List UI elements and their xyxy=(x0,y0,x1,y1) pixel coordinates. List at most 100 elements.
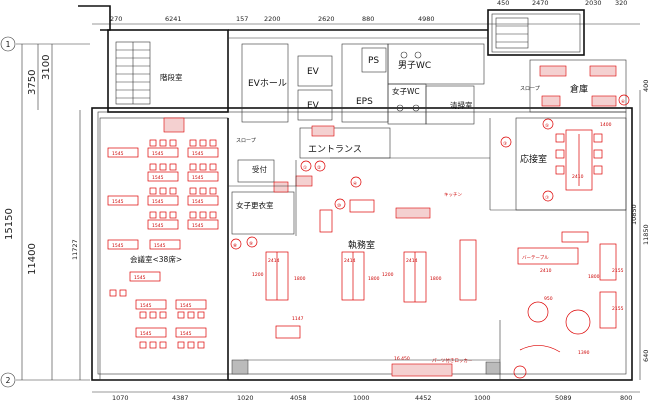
dim-top-270: 270 xyxy=(110,15,122,23)
label-1400: 1400 xyxy=(600,122,612,128)
circle-marker: ⑤ xyxy=(545,123,549,129)
room-reception-room: 応接室 xyxy=(520,153,547,165)
label-r3: 1800 xyxy=(588,274,600,280)
circle-markers: ① ② ③ ④ ⑤ ⑥ ⑦ ⑧ ⑨ ⑩ xyxy=(230,94,630,250)
room-ev-2: EV xyxy=(307,101,320,111)
room-womens-wc: 女子WC xyxy=(392,86,420,96)
label-r2: 2155 xyxy=(612,306,624,312)
dim-top-2030: 2030 xyxy=(585,0,602,7)
room-ev-hall: EVホール xyxy=(248,78,287,89)
desk-label: 1545 xyxy=(180,331,192,337)
circle-marker: ② xyxy=(317,165,321,171)
dim-bottom-1020: 1020 xyxy=(237,394,254,402)
circle-marker: ⑨ xyxy=(249,241,253,247)
storage-area: 倉庫 xyxy=(529,59,627,113)
dim-top-2200: 2200 xyxy=(264,15,281,23)
work-1147: 1147 xyxy=(292,316,304,322)
work-room: 執務室 2414 1200 1800 2414 1800 2414 1200 1… xyxy=(252,192,477,377)
changing-area: 女子更衣室 受付 xyxy=(231,159,333,235)
dim-bottom-4058: 4058 xyxy=(290,394,307,402)
dim-top-6241: 6241 xyxy=(165,15,182,23)
dim-top-880: 880 xyxy=(362,15,374,23)
desk-label: 1545 xyxy=(192,175,204,181)
label-slope-left: スロープ xyxy=(236,138,256,144)
stair-treads-left xyxy=(116,42,150,104)
meeting-chairs xyxy=(109,139,217,349)
work-w3: 1800 xyxy=(430,276,442,282)
room-entrance: エントランス xyxy=(308,144,362,155)
right-dimensions: 11850 10850 400 640 xyxy=(630,80,650,380)
desk-label: 1545 xyxy=(112,199,124,205)
work-partition: パーツ付きロッカー xyxy=(432,357,473,364)
top-dimensions: 270 6241 157 2200 2620 880 4980 450 2470… xyxy=(92,0,640,25)
desk-label: 1545 xyxy=(192,199,204,205)
desk-label: 1545 xyxy=(154,243,166,249)
dim-bottom-1070: 1070 xyxy=(112,394,129,402)
circle-marker: ⑥ xyxy=(621,99,625,105)
work-desk-b: 2414 xyxy=(344,258,356,264)
desk-label: 1545 xyxy=(140,303,152,309)
circle-marker: ③ xyxy=(503,141,507,147)
dim-bottom-1000b: 1000 xyxy=(474,394,491,402)
label-bar-table: バーテーブル xyxy=(522,254,549,261)
room-stair-left: 階段室 xyxy=(160,72,183,82)
label-round-table: 2410 xyxy=(540,268,552,274)
label-1390: 1390 xyxy=(578,350,590,356)
circle-marker: ⑧ xyxy=(233,243,237,249)
dim-bottom-5089: 5089 xyxy=(555,394,572,402)
desk-label: 1545 xyxy=(152,223,164,229)
dim-bottom-4387: 4387 xyxy=(172,394,189,402)
dim-bottom-4452: 4452 xyxy=(415,394,432,402)
room-cleaning: 清掃室 xyxy=(450,100,473,110)
dim-left-3100: 3100 xyxy=(41,55,52,80)
desk-label: 1545 xyxy=(152,175,164,181)
room-ps: PS xyxy=(368,56,379,66)
desk-label: 1545 xyxy=(192,223,204,229)
room-storage: 倉庫 xyxy=(570,83,588,95)
circle-marker: ⑦ xyxy=(545,195,549,201)
label-950: 950 xyxy=(544,296,553,302)
dim-top-2470: 2470 xyxy=(532,0,549,7)
dim-top-450: 450 xyxy=(497,0,509,7)
dim-bottom-1000a: 1000 xyxy=(353,394,370,402)
dim-right-10850: 10850 xyxy=(630,204,638,225)
circle-marker: ④ xyxy=(353,181,357,187)
desk-label: 1545 xyxy=(112,243,124,249)
work-w2: 1800 xyxy=(368,276,380,282)
dim-top-2620: 2620 xyxy=(318,15,335,23)
circle-marker: ① xyxy=(303,165,307,171)
dim-right-400: 400 xyxy=(642,80,650,92)
meeting-room: 会議室<38席> 1545 1545 1545 1545 1545 1545 1… xyxy=(99,117,229,381)
grid-marker-1: 1 xyxy=(6,40,11,49)
work-w4: 1200 xyxy=(252,272,264,278)
room-reception: 受付 xyxy=(252,164,267,174)
label-r1: 2155 xyxy=(612,268,624,274)
dim-top-4980: 4980 xyxy=(418,15,435,23)
desk-label: 1545 xyxy=(152,199,164,205)
dim-top-157: 157 xyxy=(236,15,248,23)
dim-bottom-800: 800 xyxy=(620,394,632,402)
core-area: 階段室 EVホール EV EV PS EPS 男子WC 女子WC 清掃室 xyxy=(115,17,529,125)
work-desk-c: 2414 xyxy=(406,258,418,264)
partitions xyxy=(227,118,626,380)
work-w1: 1800 xyxy=(294,276,306,282)
label-2410-rr: 2410 xyxy=(572,174,584,180)
reception-room: 応接室 2410 1400 xyxy=(515,117,627,211)
lounge-area: バーテーブル 2410 2155 2155 1800 950 1390 xyxy=(513,231,624,379)
dim-left-11400: 11400 xyxy=(27,243,38,275)
room-eps: EPS xyxy=(356,97,373,107)
room-work: 執務室 xyxy=(348,239,375,251)
desk-label: 1545 xyxy=(192,151,204,157)
grid-markers: 1 2 xyxy=(0,36,90,388)
circle-marker: ⑩ xyxy=(337,203,341,209)
desk-label: 1545 xyxy=(180,303,192,309)
dim-right-11850: 11850 xyxy=(642,224,650,245)
dim-left-15150: 15150 xyxy=(4,208,15,240)
dim-left-3750: 3750 xyxy=(27,70,38,95)
desk-label: 1545 xyxy=(134,275,146,281)
outer-walls xyxy=(78,5,633,381)
room-meeting: 会議室<38席> xyxy=(130,254,182,264)
left-dimensions: 3750 3100 15150 11400 11727 xyxy=(4,44,81,380)
room-ev-1: EV xyxy=(307,67,320,77)
